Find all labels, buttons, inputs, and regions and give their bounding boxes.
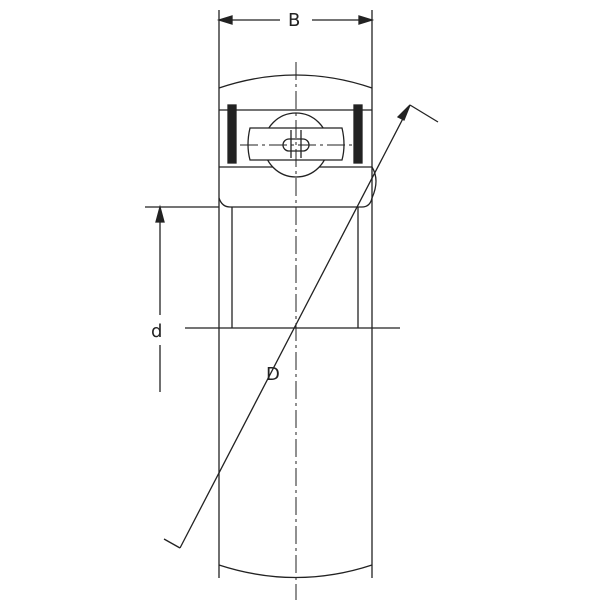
seals	[227, 104, 363, 164]
label-d: d	[151, 321, 162, 342]
inner-ring	[231, 207, 359, 328]
label-outer-d: D	[266, 364, 280, 385]
dimension-d	[145, 204, 400, 392]
label-b: B	[288, 10, 300, 31]
dimension-b	[216, 15, 375, 25]
dimension-outer-d	[163, 104, 439, 549]
bearing-outline	[218, 10, 377, 579]
center-lines	[240, 62, 352, 600]
